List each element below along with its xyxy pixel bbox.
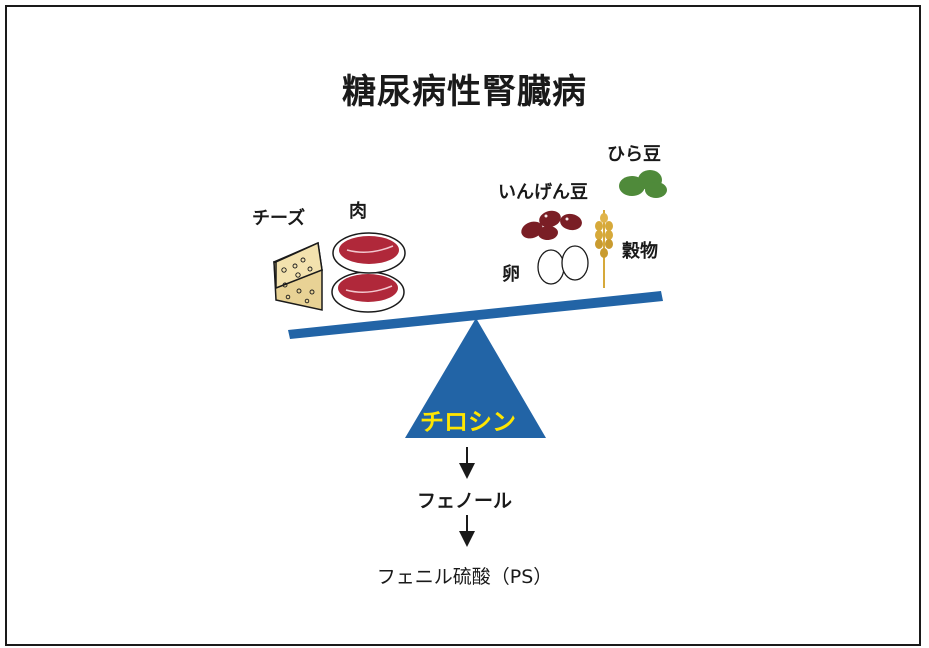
page-title: 糖尿病性腎臓病 bbox=[342, 72, 587, 112]
arrow-down-icon bbox=[459, 447, 475, 479]
cheese-label: チーズ bbox=[252, 208, 306, 229]
meat-icon bbox=[331, 232, 406, 313]
grain-icon bbox=[595, 210, 613, 288]
balance-beam bbox=[288, 291, 663, 339]
arrow-down-icon bbox=[459, 515, 475, 547]
egg-icon bbox=[537, 245, 589, 285]
cheese-icon bbox=[273, 241, 323, 311]
slide-frame bbox=[5, 5, 921, 646]
grain-label: 穀物 bbox=[622, 241, 658, 262]
kidney-bean-label: いんげん豆 bbox=[498, 182, 588, 203]
kidney-bean-icon bbox=[521, 210, 582, 241]
phenol-label: フェノール bbox=[416, 490, 512, 512]
phenyl-sulfate-label: フェニル硫酸（PS） bbox=[376, 566, 553, 588]
lentil-label: ひら豆 bbox=[607, 144, 661, 165]
egg-label: 卵 bbox=[502, 264, 520, 285]
tyrosine-label: チロシン bbox=[420, 408, 516, 436]
lentil-icon bbox=[619, 170, 667, 198]
fulcrum-triangle bbox=[405, 318, 546, 438]
meat-label: 肉 bbox=[349, 201, 367, 222]
